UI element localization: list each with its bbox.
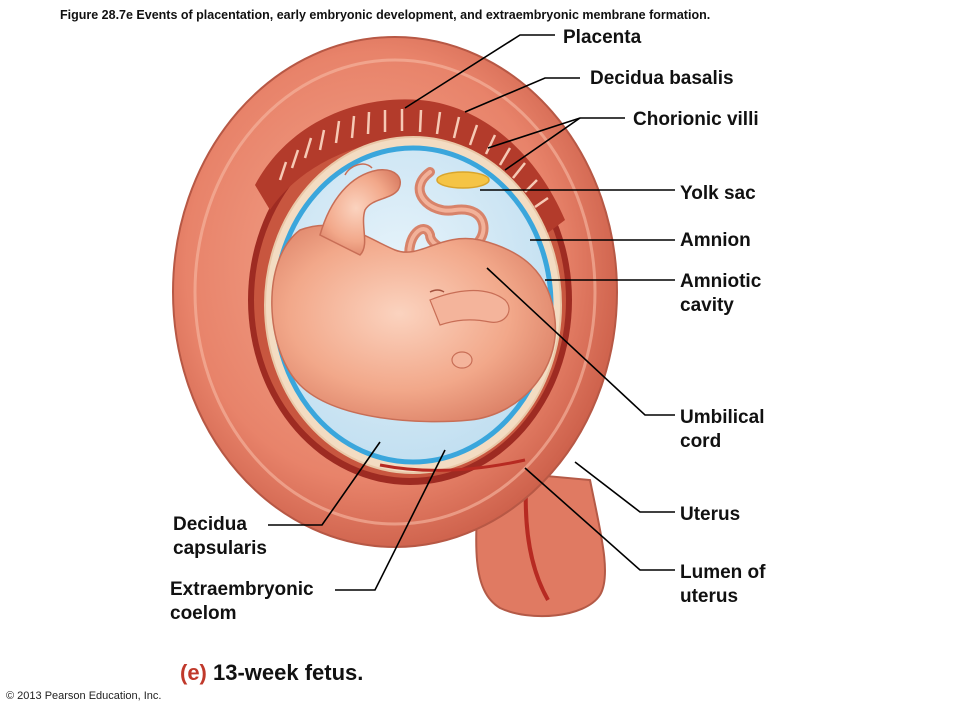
caption-tag: (e) <box>180 660 207 685</box>
label-decidua-capsularis-line1: Decidua <box>173 514 247 535</box>
label-amnion: Amnion <box>680 230 751 251</box>
label-placenta: Placenta <box>563 27 642 48</box>
yolk-sac <box>436 171 490 189</box>
leader-lines <box>268 34 675 591</box>
caption-text: 13-week fetus. <box>206 660 364 685</box>
copyright-notice: © 2013 Pearson Education, Inc. <box>6 690 162 702</box>
label-chorionic-villi: Chorionic villi <box>633 109 759 130</box>
chorionic-villi <box>278 109 549 209</box>
label-decidua-basalis: Decidua basalis <box>590 68 734 89</box>
placenta-region <box>255 99 565 235</box>
label-umbilical-cord-line2: cord <box>680 431 722 452</box>
figure-caption: (e) 13-week fetus. <box>180 660 363 686</box>
label-lumen-line1: Lumen of <box>680 562 766 583</box>
fetus <box>271 163 557 423</box>
label-uterus: Uterus <box>680 504 741 525</box>
label-yolk-sac: Yolk sac <box>680 183 756 204</box>
label-amniotic-cavity-line1: Amniotic <box>680 271 762 292</box>
label-lumen-line2: uterus <box>680 586 739 607</box>
uterine-lumen <box>379 458 526 472</box>
label-amniotic-cavity-line2: cavity <box>680 295 734 316</box>
label-extraembryonic-coelom-line1: Extraembryonic <box>170 579 314 600</box>
label-umbilical-cord-line1: Umbilical <box>680 407 765 428</box>
label-decidua-capsularis-line2: capsularis <box>173 538 267 559</box>
label-extraembryonic-coelom-line2: coelom <box>170 603 237 624</box>
figure-title: Figure 28.7e Events of placentation, ear… <box>60 8 711 22</box>
